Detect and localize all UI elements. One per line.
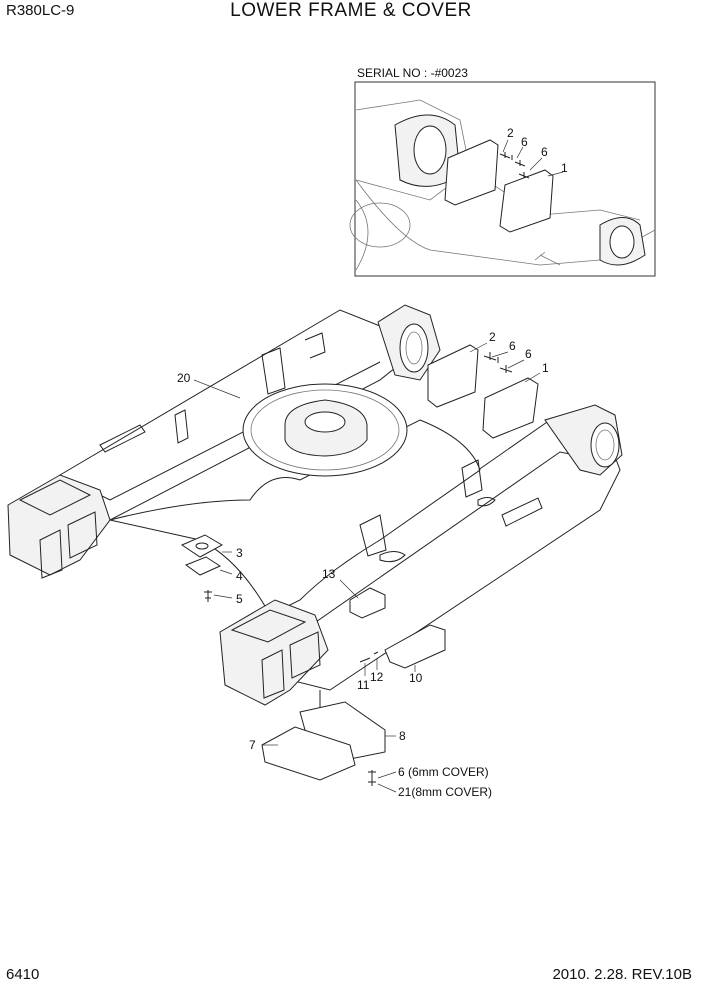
inset-callout-6a: 6 [521, 135, 528, 149]
bolt-note-8mm: 21(8mm COVER) [398, 785, 492, 799]
callout-20: 20 [177, 371, 191, 385]
cover-plate-1 [482, 377, 539, 439]
cover-plate-2 [427, 344, 479, 408]
page-number: 6410 [6, 966, 40, 983]
bolt-5 [204, 590, 212, 602]
gasket-4 [184, 556, 222, 576]
bracket-10 [384, 624, 446, 669]
callout-5: 5 [236, 592, 243, 606]
model-code: R380LC-9 [6, 2, 75, 19]
inset-callout-1: 1 [561, 161, 568, 175]
page-title: LOWER FRAME & COVER [230, 0, 472, 21]
leader-lines [193, 342, 541, 793]
callout-2: 2 [489, 330, 496, 344]
callout-13: 13 [322, 567, 336, 581]
cover-bolt [368, 770, 376, 786]
inset-detail-view: 2 6 6 1 [349, 81, 656, 277]
callout-6b: 6 [525, 347, 532, 361]
callout-11: 11 [357, 678, 370, 692]
lower-frame-assembly [7, 304, 623, 720]
serial-number-label: SERIAL NO : -#0023 [357, 66, 468, 80]
revision-date: 2010. 2.28. REV.10B [552, 966, 692, 983]
bolt-note-6mm: 6 (6mm COVER) [398, 765, 489, 779]
bracket-13 [349, 587, 386, 619]
inset-cover-plate-1 [499, 169, 554, 233]
callout-1: 1 [542, 361, 549, 375]
inset-callout-6b: 6 [541, 145, 548, 159]
bolt-11-washer-12 [359, 651, 379, 663]
callout-7: 7 [249, 738, 256, 752]
bolt-6a [483, 352, 499, 363]
inset-callout-2: 2 [507, 126, 514, 140]
callout-3: 3 [236, 546, 243, 560]
under-cover-7 [261, 726, 356, 781]
callout-8: 8 [399, 729, 406, 743]
callout-4: 4 [236, 569, 243, 583]
inset-cover-plate-2 [444, 139, 499, 206]
flange-3 [180, 534, 224, 558]
callout-6a: 6 [509, 339, 516, 353]
callout-10: 10 [409, 671, 423, 685]
callout-12: 12 [370, 670, 384, 684]
bolt-6b [499, 365, 513, 373]
